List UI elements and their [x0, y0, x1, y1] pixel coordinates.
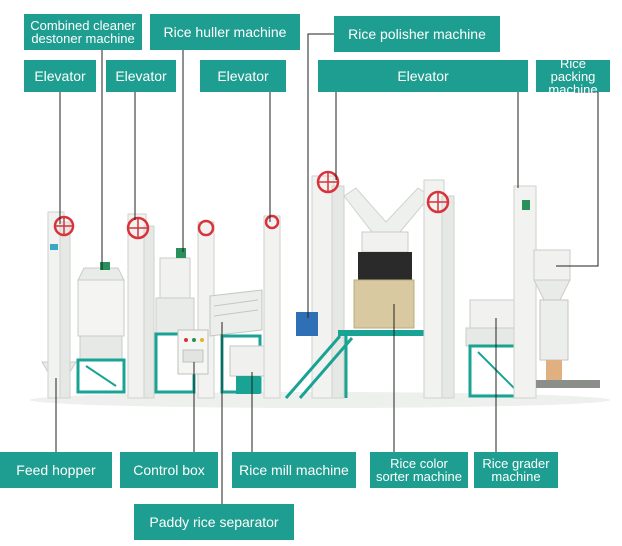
label-paddy-separator: Paddy rice separator — [134, 504, 294, 540]
label-elevator-1: Elevator — [24, 60, 96, 92]
label-rice-color-sorter: Rice color sorter machine — [370, 452, 468, 488]
control-box-machine — [177, 329, 209, 375]
elevator-5-machine — [423, 179, 455, 399]
polisher-elevators — [296, 170, 345, 399]
elevator-1-machine — [47, 211, 75, 399]
label-combined-cleaner: Combined cleaner destoner machine — [24, 14, 142, 50]
rice-mill-machine-unit — [229, 345, 265, 394]
label-rice-huller: Rice huller machine — [150, 14, 300, 50]
leader-rice-packing — [556, 91, 599, 267]
label-rice-polisher: Rice polisher machine — [334, 16, 500, 52]
leader-lines — [55, 33, 599, 506]
elevator-4-machine — [263, 214, 281, 399]
cleaner-destoner-machine — [76, 262, 126, 394]
ground-shadow — [30, 392, 610, 408]
label-rice-mill: Rice mill machine — [232, 452, 356, 488]
label-rice-grader: Rice grader machine — [474, 452, 558, 488]
label-feed-hopper: Feed hopper — [0, 452, 112, 488]
label-rice-packing: Rice packing machine — [536, 57, 610, 96]
color-sorter-machine — [284, 187, 438, 399]
label-control-box: Control box — [120, 452, 218, 488]
elevator-2-machine — [126, 213, 155, 399]
label-elevator-4: Elevator — [318, 60, 528, 92]
leader-rice-polisher — [307, 33, 334, 318]
rice-packing-machine — [513, 185, 600, 399]
label-elevator-2: Elevator — [106, 60, 176, 92]
label-elevator-3: Elevator — [200, 60, 286, 92]
rice-huller-machine — [154, 248, 196, 394]
